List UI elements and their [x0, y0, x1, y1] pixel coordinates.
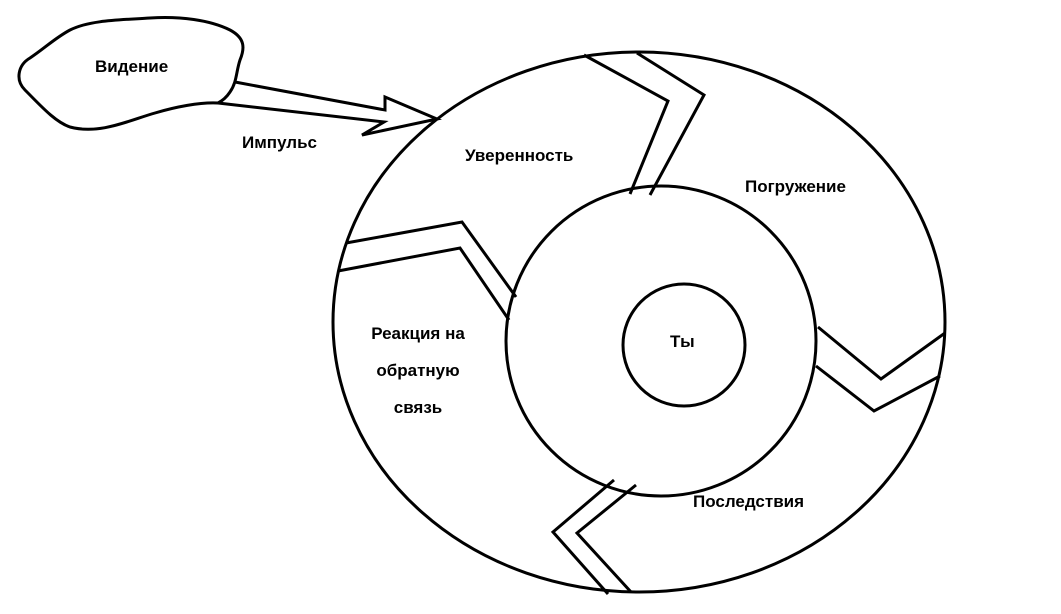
- middle-circle: [504, 184, 818, 498]
- impulse-arrow: [217, 80, 442, 137]
- feedback-label-line1: Реакция на: [371, 324, 465, 343]
- vision-label: Видение: [95, 57, 169, 76]
- immersion-label: Погружение: [745, 177, 846, 196]
- divider-bottom: [550, 478, 637, 595]
- you-label: Ты: [670, 332, 695, 351]
- outer-ellipse: [331, 50, 947, 594]
- vision-cloud: [17, 16, 245, 131]
- divider-top: [583, 51, 706, 196]
- feedback-label: Реакция на обратную связь: [358, 325, 478, 436]
- divider-right: [815, 325, 946, 413]
- consequences-label: Последствия: [693, 492, 805, 511]
- inner-circle: [621, 282, 747, 408]
- feedback-label-line3: связь: [393, 398, 443, 417]
- feedback-label-line2: обратную: [376, 361, 460, 380]
- divider-left: [337, 220, 518, 321]
- confidence-label: Уверенность: [465, 146, 574, 165]
- impulse-label: Импульс: [242, 133, 317, 152]
